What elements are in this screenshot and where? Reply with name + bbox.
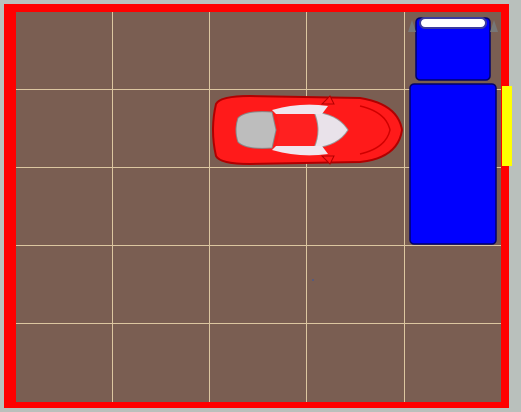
grid-line: [404, 12, 405, 402]
exit-marker: [502, 86, 512, 166]
grid-line: [112, 12, 113, 402]
grid-line: [306, 12, 307, 402]
game-board[interactable]: [16, 12, 501, 402]
red-car-piece[interactable]: [210, 92, 404, 168]
board-dot: [312, 279, 314, 281]
grid-line: [16, 323, 501, 324]
sports-car-icon: [213, 96, 402, 164]
blue-truck-piece[interactable]: [406, 14, 500, 246]
truck-icon: [408, 18, 498, 244]
grid-line: [209, 12, 210, 402]
